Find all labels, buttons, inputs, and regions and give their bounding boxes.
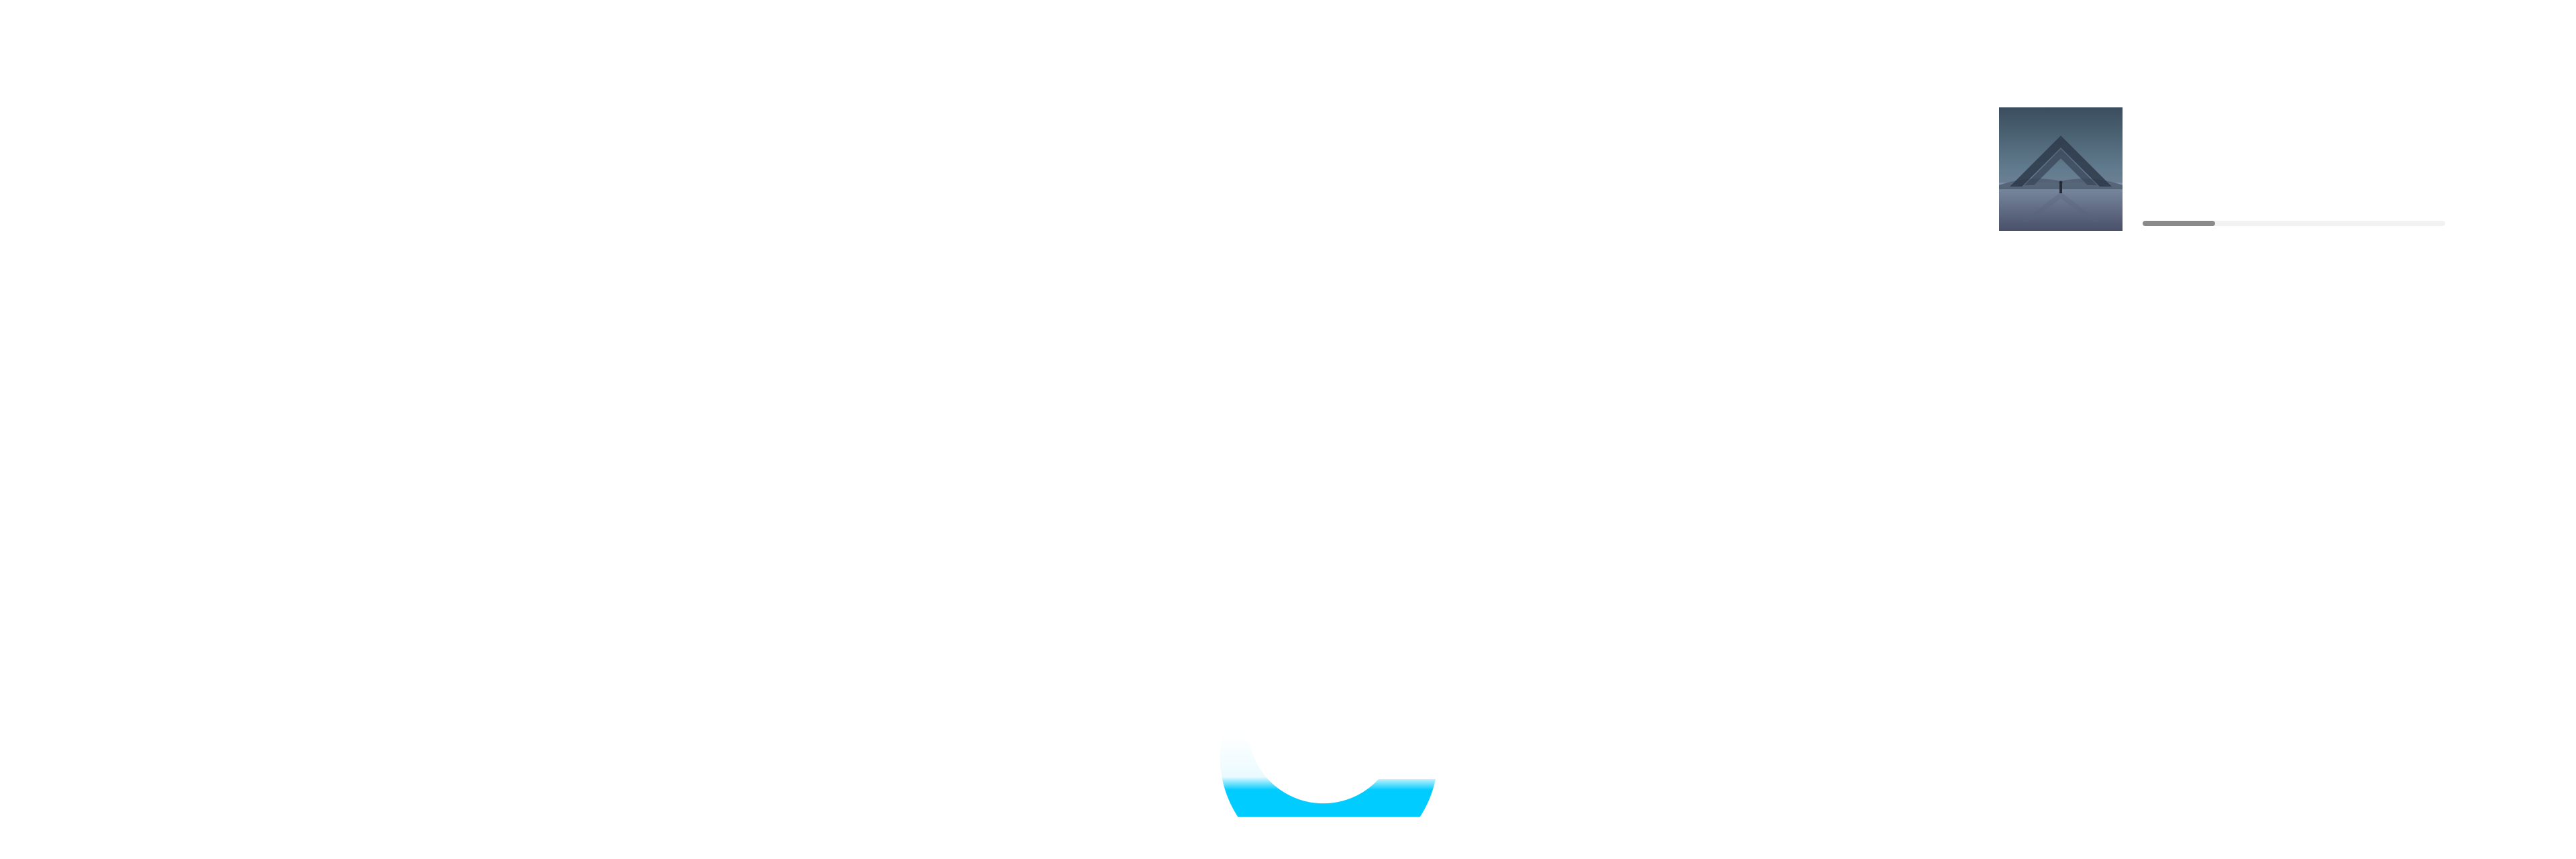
album-art[interactable] — [1999, 107, 2123, 231]
album-art-image — [1999, 107, 2123, 231]
progress-fill — [2143, 221, 2215, 226]
spinner-icon — [1220, 735, 1436, 817]
now-playing-widget — [1999, 107, 2455, 231]
progress-track — [2143, 221, 2445, 226]
loading-spinner — [1197, 661, 1493, 842]
track-progress-bar[interactable] — [2143, 221, 2445, 226]
spinner-arc — [1220, 735, 1436, 817]
